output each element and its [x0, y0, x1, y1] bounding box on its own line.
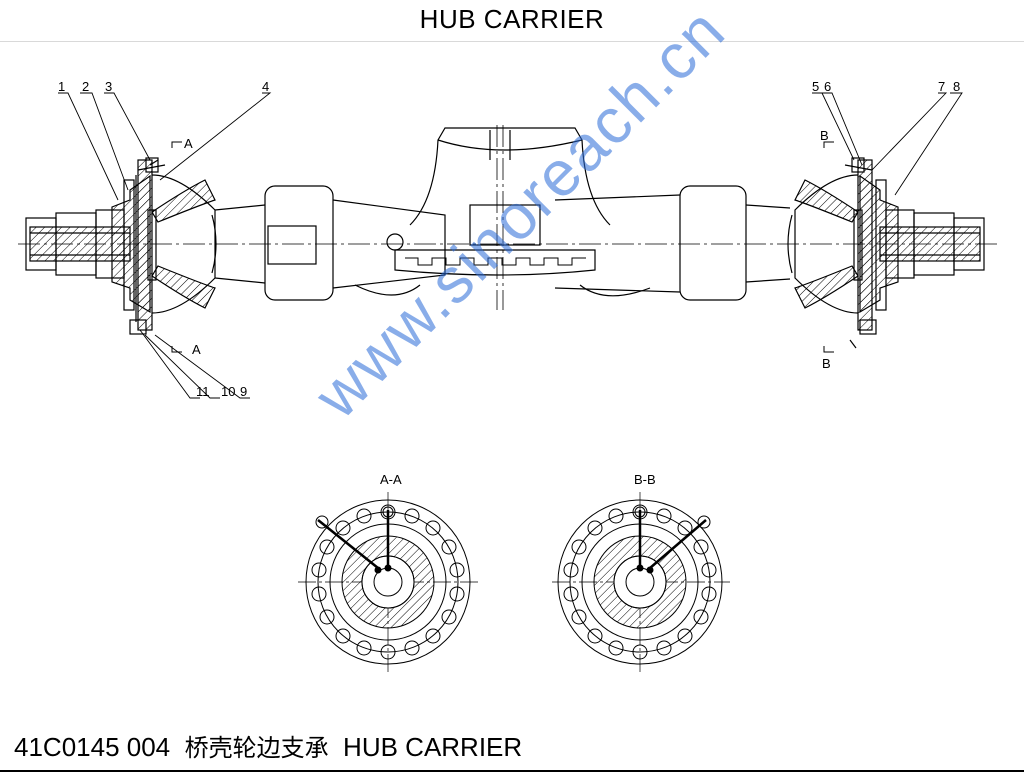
section-marker-a-bottom: A	[192, 342, 201, 357]
part-number: 10	[221, 384, 235, 399]
page-title: HUB CARRIER	[419, 4, 605, 34]
left-bell-housing	[151, 174, 216, 314]
part-number: 7	[938, 79, 945, 94]
right-spindle	[879, 209, 985, 279]
section-marker-labels: A A B B	[184, 128, 831, 371]
header-divider	[0, 41, 1024, 42]
axle-assembly	[18, 125, 1000, 349]
part-number: 3	[105, 79, 112, 94]
section-marker-b-bottom: B	[822, 356, 831, 371]
right-bell-housing	[794, 174, 859, 314]
part-number: 6	[824, 79, 831, 94]
section-marker-b-top: B	[820, 128, 829, 143]
section-a-a-bolt-holes	[311, 504, 465, 660]
section-view-a-a	[298, 492, 480, 672]
part-number: 5	[812, 79, 819, 94]
footer-divider	[0, 770, 1024, 772]
section-marker-a-top: A	[184, 136, 193, 151]
part-number-labels: 1 2 3 4 5 6 7 8 9 10 11	[58, 79, 960, 399]
part-number: 11	[196, 384, 210, 399]
section-markers	[171, 141, 834, 353]
part-number: 2	[82, 79, 89, 94]
section-view-label-a-a: A-A	[380, 472, 402, 487]
part-code: 41C0145 004	[14, 732, 171, 762]
part-number: 4	[262, 79, 269, 94]
left-hub-flange	[111, 157, 166, 335]
section-view-b-b	[552, 492, 730, 672]
chinese-part-name: 桥壳轮边支承	[184, 734, 329, 762]
part-number: 1	[58, 79, 65, 94]
part-number: 8	[953, 79, 960, 94]
english-part-name: HUB CARRIER	[343, 732, 523, 762]
section-view-label-b-b: B-B	[634, 472, 656, 487]
axle-housing	[211, 127, 793, 301]
drawing-caption: 41C0145 004 桥壳轮边支承 HUB CARRIER	[14, 728, 522, 763]
part-leaders	[58, 92, 963, 399]
part-number: 9	[240, 384, 247, 399]
section-b-b-bolt-holes	[563, 504, 717, 660]
